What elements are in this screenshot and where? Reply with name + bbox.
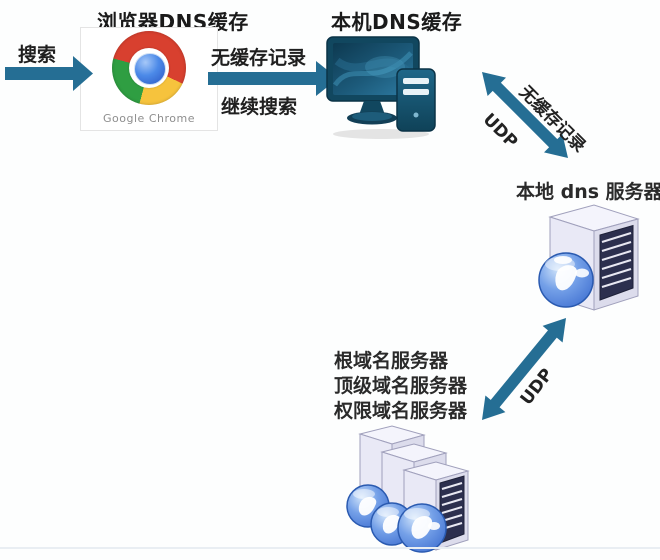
- authority-server-line: 权限域名服务器: [334, 400, 468, 422]
- bottom-divider: [0, 547, 660, 549]
- arrow-search-to-browser: [5, 56, 93, 91]
- continue-search-label: 继续搜索: [221, 96, 298, 118]
- double-arrow-machine-localdns: [482, 72, 568, 158]
- root-server-line: 根域名服务器: [334, 350, 449, 372]
- root-servers-label-block: 根域名服务器 顶级域名服务器 权限域名服务器: [334, 349, 467, 424]
- root-server-cluster-icon: [346, 425, 469, 553]
- local-dns-server-label: 本地 dns 服务器: [516, 181, 660, 203]
- tld-server-line: 顶级域名服务器: [334, 375, 468, 397]
- desktop-computer-icon: [326, 36, 436, 139]
- chrome-logo-ball: [134, 53, 166, 85]
- local-dns-server-icon: [538, 204, 640, 311]
- no-cache-record-label: 无缓存记录: [211, 47, 307, 69]
- chrome-logo-ring: [129, 48, 169, 88]
- cluster-globes: [346, 484, 447, 553]
- chrome-caption: Google Chrome: [103, 112, 195, 125]
- search-label: 搜索: [18, 44, 57, 66]
- browser-cache-card: Google Chrome: [80, 27, 218, 131]
- machine-dns-cache-title: 本机DNS缓存: [331, 10, 463, 34]
- chrome-logo-icon: [112, 31, 186, 105]
- double-arrow-localdns-root: [482, 318, 566, 420]
